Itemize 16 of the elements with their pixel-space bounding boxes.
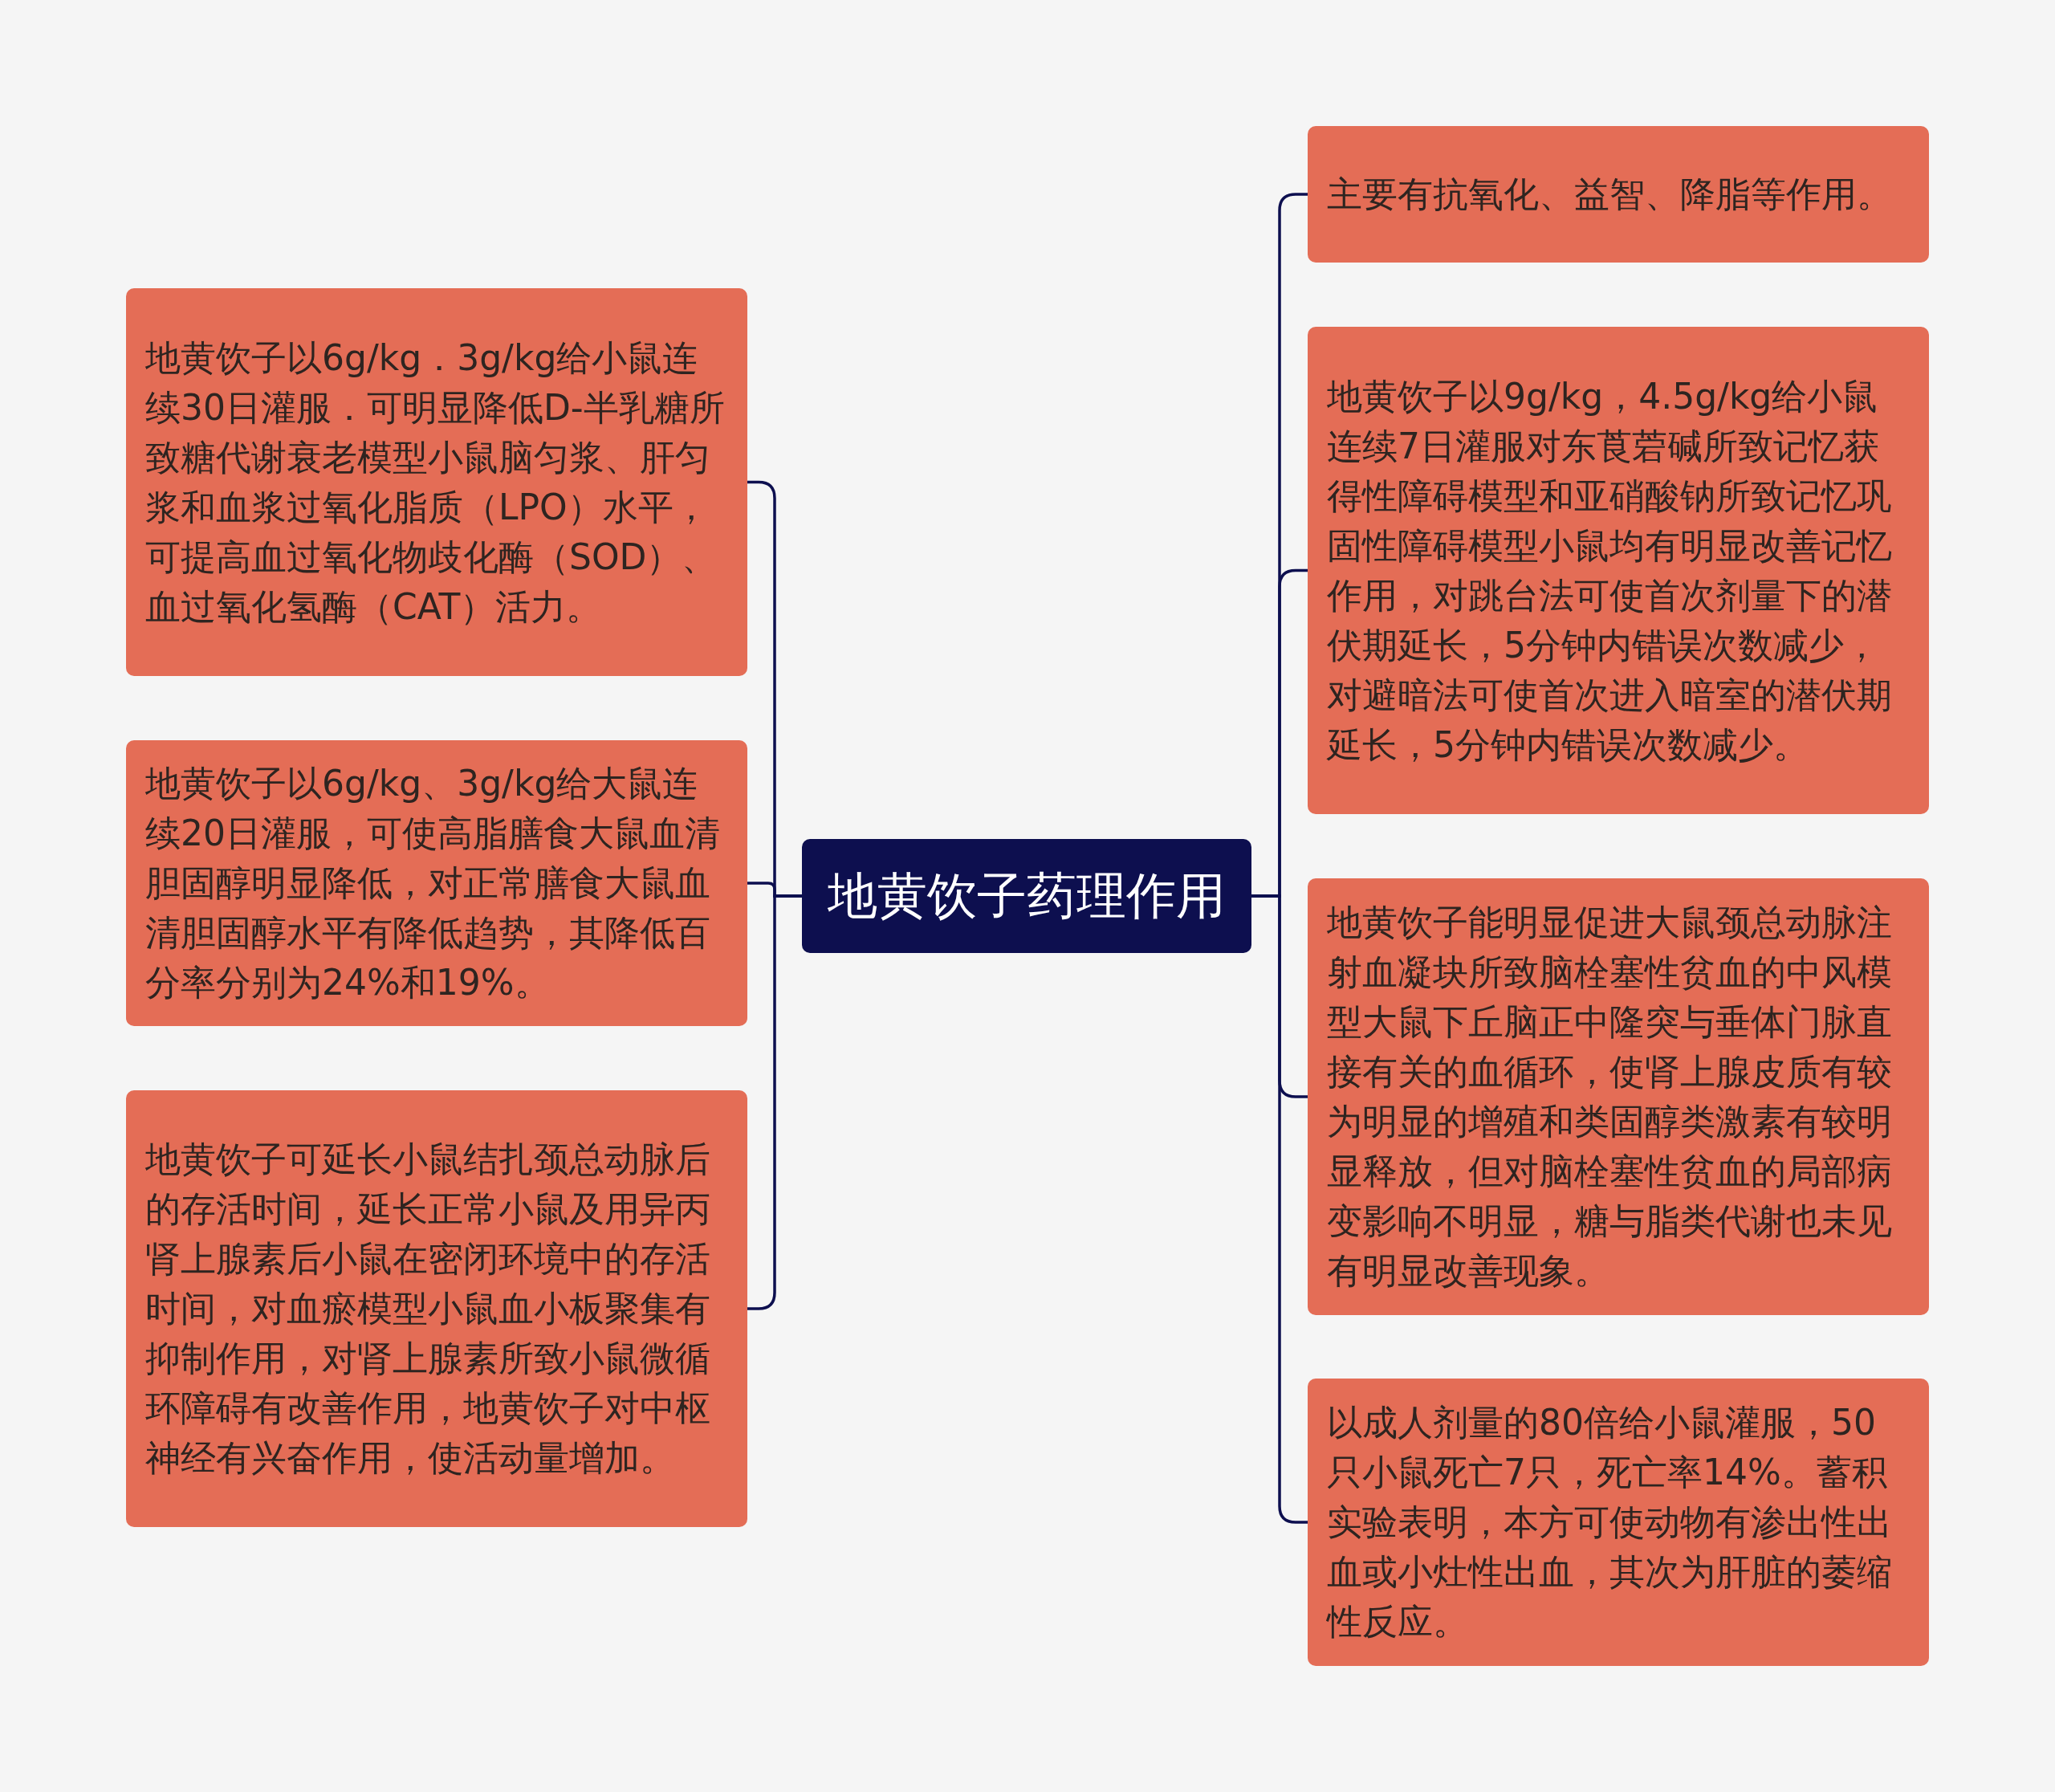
subtopic-box (1308, 126, 1929, 263)
subtopic-box (1308, 1379, 1929, 1666)
topic-text: 地黄饮子可延长小鼠结扎颈总动脉后的存活时间，延长正常小鼠及用异丙肾上腺素后小鼠在密闭环境中的存活时间，对血瘀模型小鼠血小板聚集有抑制作用，对肾上腺素所致小鼠微循环障碍有改善作用，地黄饮子对中枢神经有兴奋作用，使活动量增加。 (145, 1138, 711, 1480)
topic-text: 地黄饮子能明显促进大鼠颈总动脉注射血凝块所致脑栓塞性贫血的中风模型大鼠下丘脑正中隆突与垂体门脉直接有关的血循环，使肾上腺皮质有较为明显的增殖和类固醇类激素有较明显释放，但对脑栓塞性贫血的局部病变影响不明显，糖与脂类代谢也未见有明显改善现象。 (1327, 901, 1893, 1293)
subtopic-box (126, 1090, 747, 1527)
central-topic-box (802, 839, 1251, 953)
subtopic-box (126, 288, 747, 676)
subtopic-box (1308, 878, 1929, 1315)
topic-title: 地黄饮子药理作用 (828, 865, 1226, 927)
topic-text: 地黄饮子以6g/kg、3g/kg给大鼠连续20日灌服，可使高脂膳食大鼠血清胆固醇明显降低，对正常膳食大鼠血清胆固醇水平有降低趋势，其降低百分率分别为24%和19%。 (145, 762, 721, 1004)
subtopic-box (126, 740, 747, 1026)
topic-text: 地黄饮子以9g/kg，4.5g/kg给小鼠连续7日灌服对东莨菪碱所致记忆获得性障碍模型和亚硝酸钠所致记忆巩固性障碍模型小鼠均有明显改善记忆作用，对跳台法可使首次剂量下的潜伏期延长，5分钟内错误次数减少，对避暗法可使首次进入暗室的潜伏期延长，5分钟内错误次数减少。 (1327, 374, 1893, 767)
topic-text: 以成人剂量的80倍给小鼠灌服，50只小鼠死亡7只，死亡率14%。蓄积实验表明，本方可使动物有渗出性出血或小灶性出血，其次为肝脏的萎缩性反应。 (1327, 1401, 1893, 1643)
subtopic-box (1308, 327, 1929, 814)
topic-text: 地黄饮子以6g/kg．3g/kg给小鼠连续30日灌服．可明显降低D-半乳糖所致糖代谢衰老模型小鼠脑匀浆、肝匀浆和血浆过氧化脂质（LPO）水平，可提高血过氧化物歧化酶（SOD）、血过氧化氢酶（CAT）活力。 (145, 336, 726, 629)
topic-text: 主要有抗氧化、益智、降脂等作用。 (1327, 173, 1893, 216)
